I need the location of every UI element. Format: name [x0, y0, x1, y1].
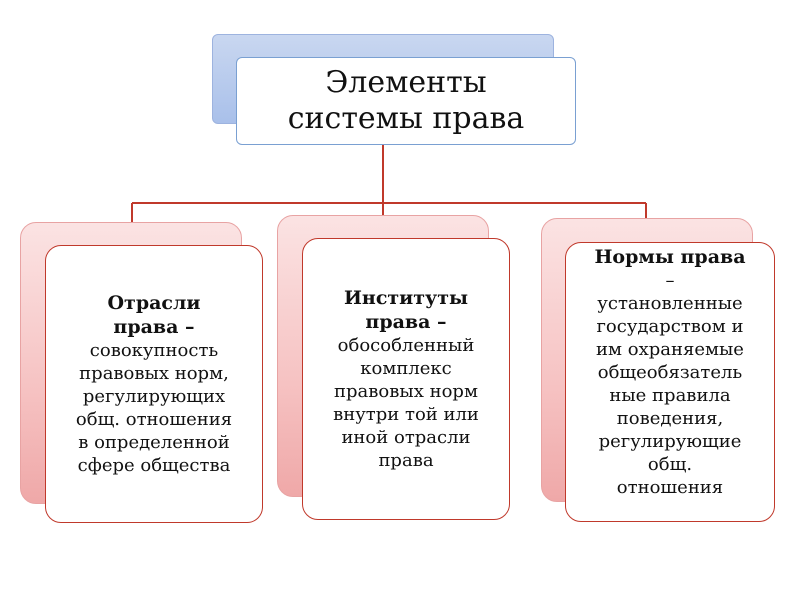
norms-definition: – установленные государством и им охраня… [596, 270, 744, 498]
institutes-term: Институты права – [343, 287, 469, 333]
root-node-title: Элементы системы права [287, 65, 525, 136]
institutes-definition: обособленный комплекс правовых норм внут… [333, 335, 479, 471]
institutes-node: Институты права – обособленный комплекс … [302, 238, 510, 520]
norms-node: Нормы права – установленные государством… [565, 242, 775, 522]
root-node: Элементы системы права [236, 57, 576, 145]
branches-definition: совокупность правовых норм, регулирующих… [75, 340, 233, 476]
branches-term: Отрасли права – [107, 292, 201, 338]
norms-term: Нормы права [594, 246, 746, 268]
branches-node: Отрасли права – совокупность правовых но… [45, 245, 263, 523]
